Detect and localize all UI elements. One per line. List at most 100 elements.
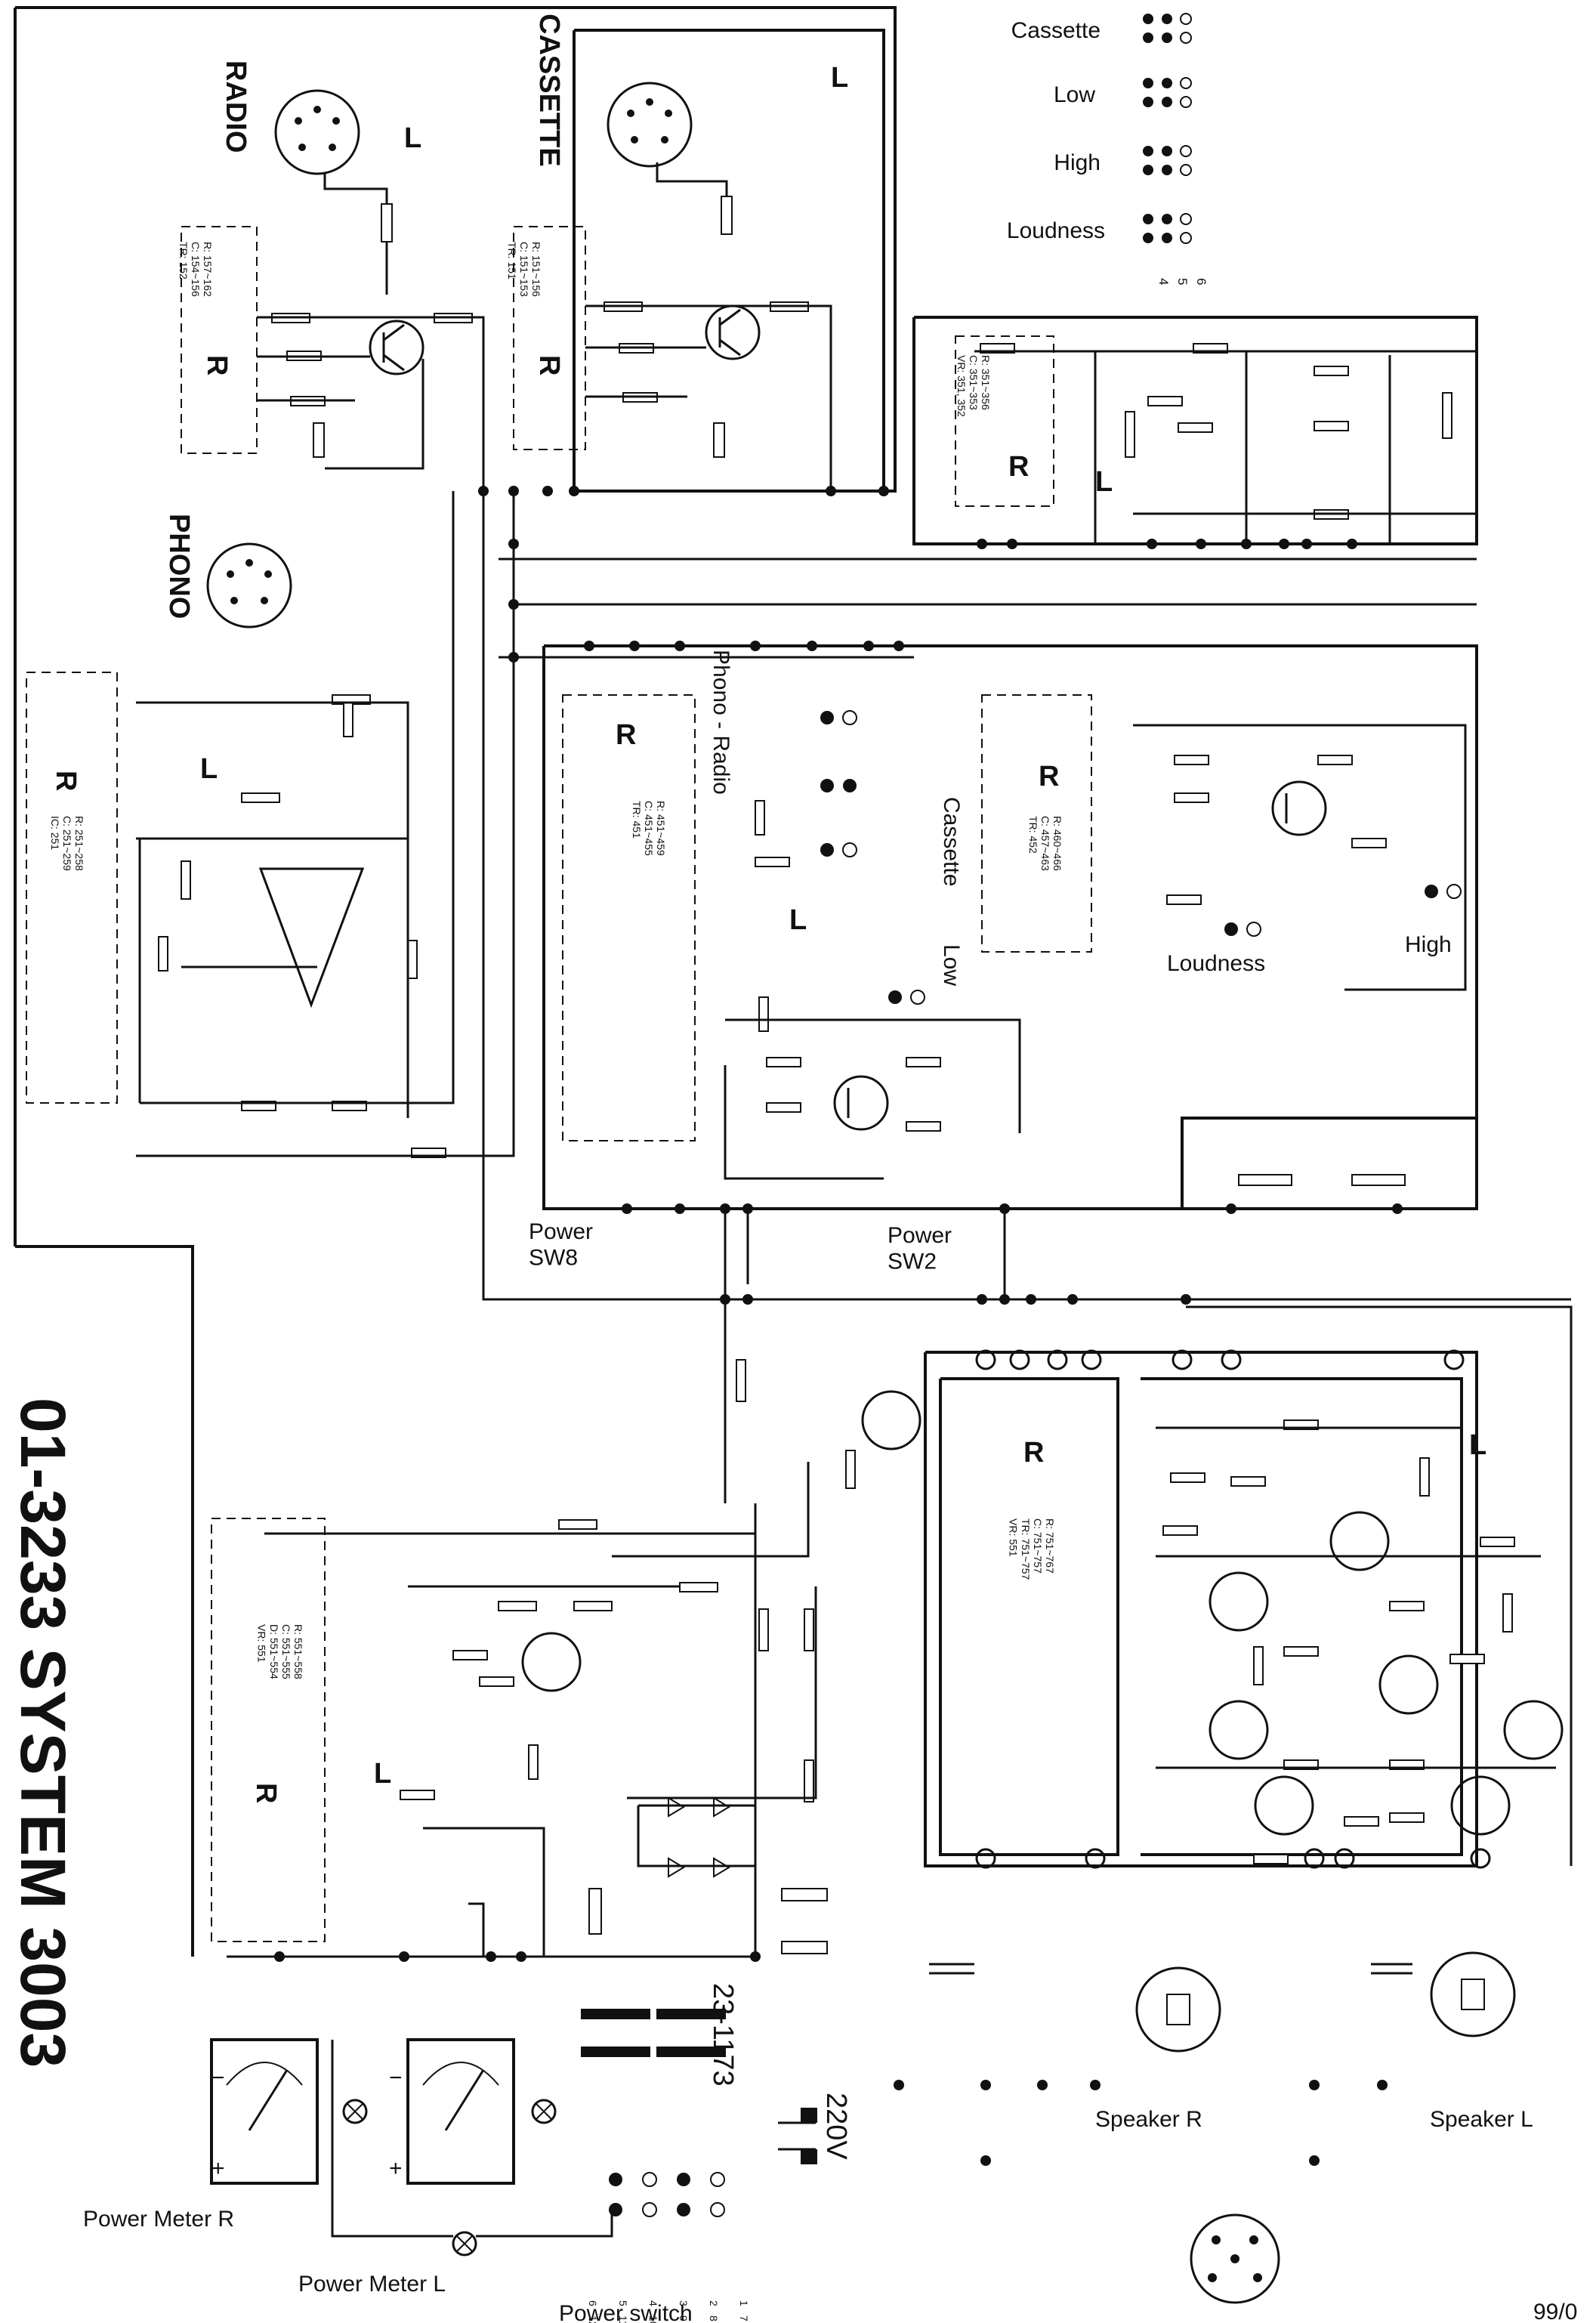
phono-r-label: R [50, 771, 82, 791]
power-amp-r-label: R [1023, 1437, 1044, 1469]
svg-text:11: 11 [617, 2315, 629, 2323]
psu-l-label: L [374, 1758, 391, 1790]
svg-text:PHONO: PHONO [163, 514, 195, 619]
svg-text:6: 6 [1194, 278, 1209, 285]
cassette-connector: CASSETTE [533, 14, 693, 168]
main-filter-caps [929, 1963, 1412, 1975]
svg-text:8: 8 [708, 2315, 720, 2321]
phono-ic-stage [136, 491, 515, 1158]
svg-text:R: 460~466C: 457~463TR: 452: R: 460~466C: 457~463TR: 452 [1027, 816, 1063, 871]
phono-radio-r-label: R [616, 719, 636, 751]
svg-text:5: 5 [1175, 278, 1190, 285]
transformer-label: 23-1173 [707, 1983, 739, 2087]
power-amp-l-stage [1156, 1419, 1564, 1864]
svg-text:+: + [211, 2156, 225, 2181]
cassette-sw-ref-block [981, 694, 1092, 953]
meter-lamps [331, 2040, 613, 2257]
svg-text:5: 5 [617, 2300, 629, 2306]
tone-l-label: L [1095, 466, 1113, 498]
svg-text:−: − [389, 2065, 403, 2090]
legend-switch-icons: 4 5 6 [1143, 13, 1209, 285]
svg-text:3: 3 [678, 2300, 690, 2306]
junction-dots [274, 486, 1403, 2166]
phono-connector: PHONO [163, 514, 292, 629]
tone-ref-block [955, 335, 1054, 507]
radio-preamp-stage [257, 174, 485, 491]
svg-text:7: 7 [738, 2315, 750, 2321]
svg-text:6: 6 [587, 2300, 599, 2306]
svg-text:12: 12 [587, 2315, 599, 2323]
phono-ref-block [26, 672, 118, 1104]
phono-radio-label: Phono - Radio [708, 650, 733, 795]
speaker-l-label: Speaker L [1430, 2107, 1533, 2132]
power-amp-l-label: L [1469, 1429, 1486, 1461]
volume-pot-block [1181, 1117, 1478, 1210]
speaker-r-output: Speaker R [1095, 1966, 1221, 2132]
svg-text:R: 151~156C: 151~153TR: 151: R: 151~156C: 151~153TR: 151 [506, 242, 542, 297]
svg-text:RADIO: RADIO [220, 60, 252, 153]
psu-regulator-stage [264, 1359, 921, 1957]
cassette-l-label: L [831, 62, 848, 94]
headphone-connector [1190, 2213, 1280, 2304]
power-switch-label: Power switch [559, 2301, 693, 2323]
volume-pots [1238, 1174, 1406, 1186]
svg-text:R: 351~356C: 351~353VR: 351, 3: R: 351~356C: 351~353VR: 351, 352 [955, 355, 992, 417]
power-meter-l-label: Power Meter L [298, 2272, 446, 2297]
legend-loudness: Loudness [1007, 218, 1105, 243]
cassette-preamp-stage [585, 162, 832, 491]
outer-frame [14, 6, 1573, 1957]
power-meter-l: − + Power Meter L [298, 2038, 515, 2297]
cassette-sw-r-label: R [1039, 761, 1059, 792]
tone-control-stage [974, 343, 1477, 544]
power-meter-r: − + Power Meter R [83, 2038, 319, 2232]
legend-high: High [1054, 150, 1101, 175]
high-switch-label: High [1405, 932, 1452, 957]
tone-amp-transistors [724, 724, 1467, 1180]
phono-radio-ref-block [562, 694, 696, 1141]
mains-voltage-label: 220V [820, 2093, 852, 2160]
psu-ref-block [211, 1518, 326, 1942]
power-meter-r-label: Power Meter R [83, 2207, 234, 2232]
svg-text:4: 4 [1156, 278, 1171, 285]
cassette-switch: Cassette [939, 797, 964, 886]
switch-legend: Cassette Low High Loudness [1007, 13, 1209, 285]
radio-l-label: L [404, 122, 421, 154]
speaker-l-output: Speaker L [1430, 1951, 1533, 2132]
diagram-title: 01-3233 SYSTEM 3003 [8, 1398, 79, 2068]
svg-text:4: 4 [647, 2300, 659, 2306]
cassette-switch-label: Cassette [939, 797, 964, 886]
phono-radio-switch: Phono - Radio [708, 650, 857, 857]
power-amp-terminals [975, 1349, 1491, 1869]
legend-low: Low [1054, 82, 1095, 107]
tone-r-label: R [1008, 451, 1029, 483]
low-switch-label: Low [939, 944, 964, 986]
cassette-r-label: R [533, 355, 565, 375]
cassette-ref-block [513, 226, 586, 450]
power-amp-r-refs: R: 751~767C: 751~757TR: 751~757VR: 551 [1008, 1518, 1056, 1580]
svg-text:R: 251~258C: 251~259IC: 251: R: 251~258C: 251~259IC: 251 [49, 816, 85, 871]
bridge-rectifier [637, 1796, 757, 1878]
low-switch: Low [888, 944, 964, 1005]
phono-l-label: L [200, 753, 218, 785]
radio-r-label: R [201, 355, 233, 375]
svg-text:9: 9 [678, 2315, 690, 2321]
page-corner: 99/0 [1533, 2300, 1577, 2323]
svg-text:R: 451~459C: 451~455TR: 451: R: 451~459C: 451~455TR: 451 [631, 801, 667, 856]
loudness-switch: Loudness [1167, 922, 1265, 976]
svg-text:R: 157~162C: 154~156TR: 152: R: 157~162C: 154~156TR: 152 [178, 242, 214, 297]
speaker-r-label: Speaker R [1095, 2107, 1202, 2132]
loudness-switch-label: Loudness [1167, 951, 1265, 976]
legend-cassette: Cassette [1011, 18, 1101, 43]
svg-text:10: 10 [647, 2315, 659, 2323]
psu-ref-text: R: 551~558C: 551~555D: 551~554VR: 551 [256, 1624, 304, 1679]
svg-text:2: 2 [708, 2300, 720, 2306]
svg-text:1: 1 [738, 2300, 750, 2306]
high-switch: High [1405, 884, 1462, 957]
power-switch: 6 12 5 11 4 10 3 9 2 8 1 7 Power switch [559, 2172, 750, 2323]
radio-connector: RADIO [220, 60, 360, 175]
mains-input: 220V [778, 2093, 852, 2164]
svg-text:−: − [211, 2065, 225, 2090]
